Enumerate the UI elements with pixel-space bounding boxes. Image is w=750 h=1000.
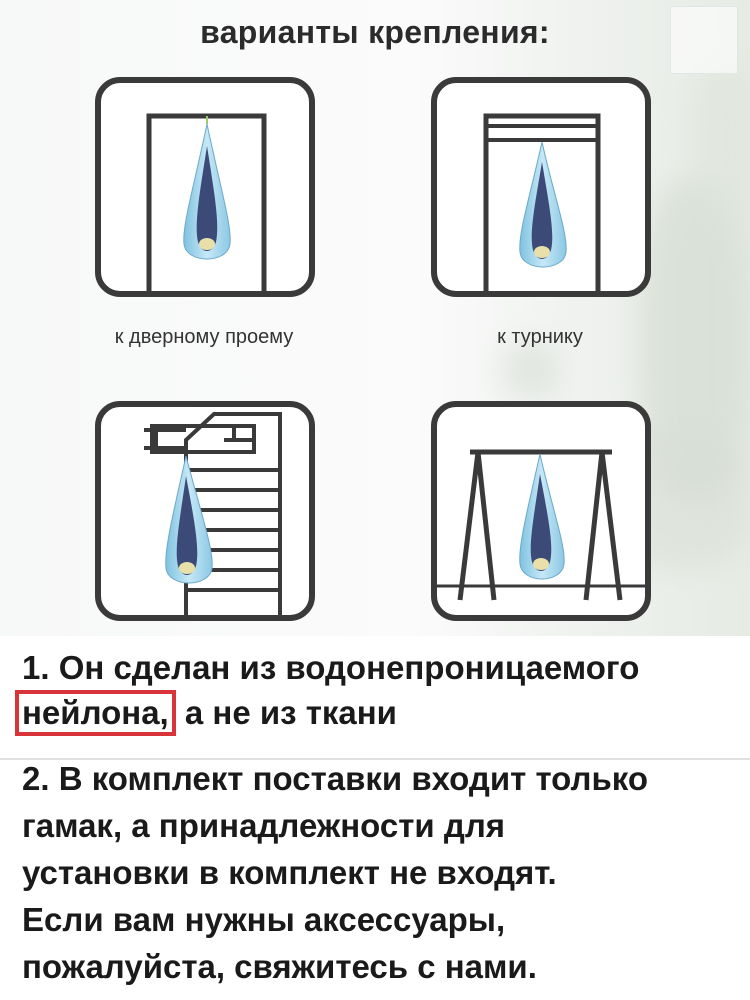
illustration-panel: варианты крепления: bbox=[0, 0, 750, 636]
hammock-icon bbox=[519, 141, 567, 268]
note-line: Если вам нужны аксессуары, bbox=[22, 901, 506, 938]
note-line: гамак, а принадлежности для bbox=[22, 807, 506, 844]
page-title: варианты крепления: bbox=[200, 14, 550, 50]
hammock-icon bbox=[165, 455, 213, 584]
wall-bars-icon bbox=[94, 400, 316, 622]
background-blur bbox=[690, 60, 750, 220]
pull-up-bar-icon bbox=[430, 76, 652, 298]
option-caption: к дверному проему bbox=[114, 326, 294, 348]
swing-frame-icon bbox=[430, 400, 652, 622]
highlighted-word: нейлона, bbox=[15, 690, 176, 736]
note-line: установки в комплект не входят. bbox=[22, 854, 557, 891]
divider bbox=[0, 758, 750, 760]
hammock-icon bbox=[519, 453, 565, 580]
note-text: а не из ткани bbox=[175, 694, 397, 731]
note-line: 2. В комплект поставки входит только bbox=[22, 760, 649, 797]
hammock-icon bbox=[183, 116, 231, 260]
note-line: нейлона, а не из ткани bbox=[15, 690, 742, 736]
option-caption: к турнику bbox=[497, 326, 583, 348]
note-line: пожалуйста, свяжитесь с нами. bbox=[22, 948, 537, 985]
background-blur bbox=[500, 340, 560, 400]
door-frame-icon bbox=[94, 76, 316, 298]
note-line: 1. Он сделан из водонепроницаемого bbox=[22, 649, 640, 686]
corner-frame bbox=[670, 6, 738, 74]
